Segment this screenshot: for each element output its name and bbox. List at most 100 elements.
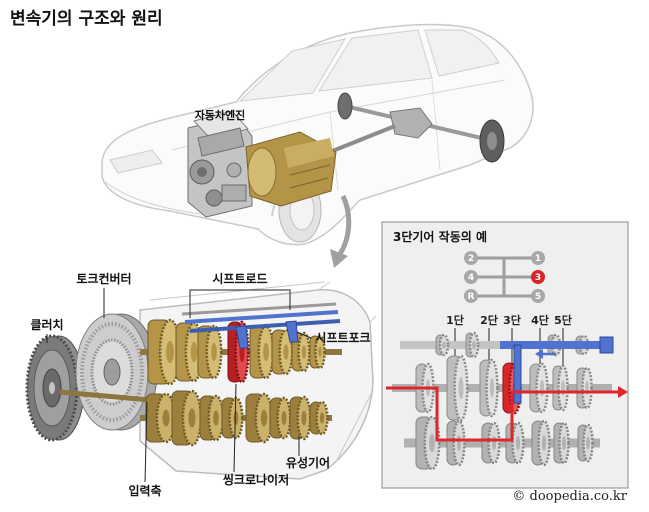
- inset-gear-hub: [586, 436, 590, 450]
- inset-gear: [435, 333, 450, 357]
- car-engine: [187, 110, 253, 218]
- inset-gear: [531, 419, 551, 467]
- credit: © doopedia.co.kr: [512, 489, 627, 504]
- inset-gear: [552, 364, 569, 412]
- active-shift-rod-end: [599, 336, 614, 354]
- car-windshield: [238, 38, 347, 102]
- shift-rod: [189, 319, 341, 333]
- shift-fork-label: 시프트포크: [315, 331, 370, 345]
- inset-gear: [465, 331, 480, 359]
- car-illustration: 자동차엔진: [101, 23, 534, 246]
- rear-right-hub: [487, 132, 497, 150]
- inset-gear-hub: [472, 340, 476, 350]
- input-shaft-label: 입력축: [128, 483, 161, 498]
- shift-pattern: 2 1 4 3 R 5: [464, 251, 545, 303]
- gear-hub: [283, 344, 289, 360]
- synchronizer-label: 씽크로나이저: [223, 472, 289, 487]
- gear-hub: [318, 346, 322, 358]
- gear-position-3: 3: [531, 270, 545, 284]
- engine-label: 자동차엔진: [195, 108, 246, 122]
- inset-gear-hub: [541, 435, 547, 451]
- gear: [245, 392, 274, 444]
- inset-gear: [446, 354, 469, 422]
- inset-gear: [446, 419, 466, 467]
- shift-fork-leader: [296, 331, 312, 339]
- inset-gear-hub: [562, 436, 566, 450]
- svg-text:3: 3: [535, 273, 541, 283]
- gear-hub: [301, 410, 307, 426]
- gear-label-3: 3단: [503, 313, 521, 327]
- shift-rod-bracket: [189, 289, 291, 318]
- gear: [289, 395, 312, 441]
- clutch-disc: [25, 334, 85, 442]
- car-rear-window: [424, 29, 500, 77]
- gear: [269, 396, 292, 440]
- curved-down-arrow-icon: [330, 194, 352, 268]
- transmission-gears: [145, 318, 329, 447]
- svg-text:2: 2: [468, 254, 474, 264]
- rear-left-disc: [337, 92, 353, 120]
- inset-gear: [553, 421, 570, 465]
- drive-shaft: [329, 124, 396, 154]
- gear-label-4: 4단: [531, 313, 549, 327]
- gear-hub: [211, 342, 217, 362]
- gear-hub: [319, 412, 325, 424]
- rear-differential: [389, 107, 433, 139]
- car-transmission: [245, 131, 337, 207]
- gear-hub: [281, 411, 287, 425]
- gear-position-5: 5: [531, 289, 545, 303]
- gear-hub: [166, 340, 174, 364]
- inset-title: 3단기어 작동의 예: [393, 229, 487, 244]
- inset-gear-hub: [515, 436, 521, 450]
- gear-position-1: 1: [531, 251, 545, 265]
- inset-gear: [576, 366, 593, 410]
- gear: [309, 334, 326, 370]
- inset-gear-hub: [489, 378, 495, 398]
- gear-hub: [213, 410, 219, 426]
- gear-label-2: 2단: [480, 313, 498, 327]
- inset-gear: [577, 423, 594, 463]
- inset-gear-hub: [458, 376, 464, 400]
- gear: [145, 392, 177, 444]
- power-flow-arrow: [386, 386, 628, 442]
- gear-position-r: R: [464, 289, 478, 303]
- gear-label-5: 5단: [554, 313, 572, 327]
- gear: [249, 324, 275, 380]
- shift-direction-arrow-icon: [535, 349, 556, 359]
- inset-gear: [505, 421, 525, 465]
- torque-converter-label: 토크컨버터: [76, 271, 131, 286]
- gear-hub: [301, 345, 307, 359]
- input-shaft: [59, 389, 151, 403]
- torque-converter: [75, 313, 158, 431]
- planetary-gear-label: 유성기어: [286, 455, 330, 470]
- car-side-window: [318, 29, 433, 92]
- svg-text:4: 4: [468, 273, 474, 283]
- inset-gear-hub: [539, 379, 545, 397]
- gear: [271, 328, 294, 376]
- gear-label-1: 1단: [446, 313, 464, 327]
- gear-position-2: 2: [464, 251, 478, 265]
- shift-rod-label: 시프트로드: [212, 272, 267, 286]
- inset-gear-hub: [491, 436, 497, 450]
- inset-gear: [529, 362, 549, 414]
- svg-text:R: R: [468, 292, 475, 302]
- synchronizer-leader: [233, 383, 237, 473]
- gear: [291, 331, 311, 373]
- gear-position-4: 4: [464, 270, 478, 284]
- gear: [199, 394, 225, 442]
- gear-hub: [260, 409, 268, 427]
- shift-fork: [285, 320, 299, 343]
- housing-edge: [149, 281, 377, 471]
- gear: [147, 318, 182, 386]
- svg-text:5: 5: [535, 292, 541, 302]
- gear-example-inset: 3단기어 작동의 예 2 1 4 3 R 5 1단 2단 3단 4단 5단: [381, 221, 629, 489]
- gear: [309, 400, 329, 436]
- gear-hub: [190, 341, 198, 363]
- inset-gear-hub: [442, 341, 446, 349]
- exploded-transmission: [25, 281, 377, 480]
- active-shift-fork: [513, 344, 522, 404]
- svg-text:1: 1: [535, 254, 541, 264]
- gear-hub: [162, 409, 170, 427]
- gear: [197, 324, 223, 380]
